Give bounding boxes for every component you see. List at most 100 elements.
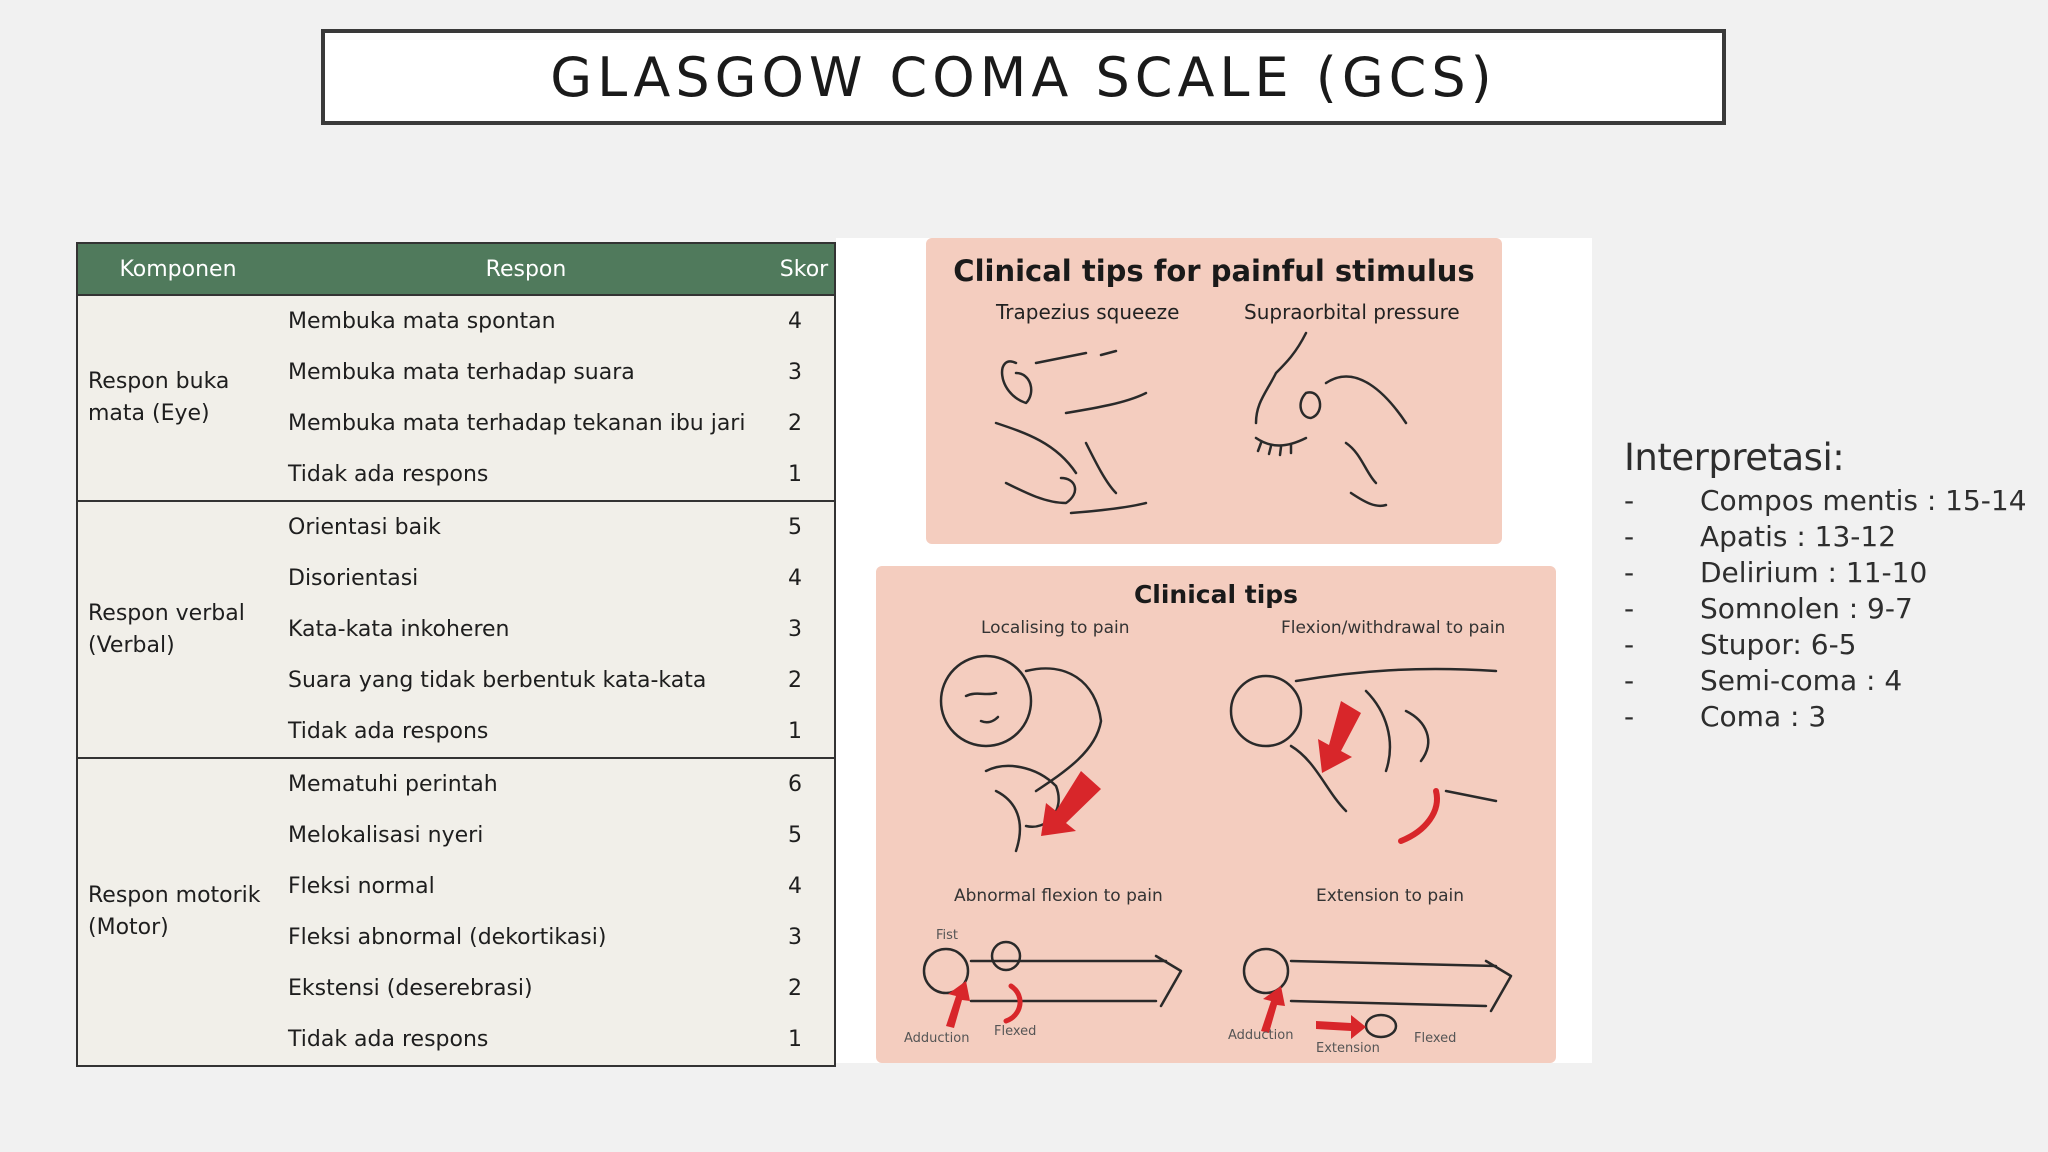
- table-row: Disorientasi 4: [77, 553, 835, 604]
- skor-cell: 3: [788, 360, 802, 385]
- table-row: Melokalisasi nyeri 5: [77, 810, 835, 861]
- list-item: -Stupor: 6-5: [1624, 627, 2027, 663]
- supraorbital-pressure-illustration: [1254, 331, 1408, 508]
- respon-cell: Tidak ada respons: [288, 719, 489, 744]
- skor-cell: 1: [788, 462, 802, 487]
- respon-cell: Orientasi baik: [288, 515, 441, 540]
- dash-bullet: -: [1624, 484, 1635, 517]
- trapezius-squeeze-illustration: [994, 349, 1148, 515]
- title-box: GLASGOW COMA SCALE (GCS): [321, 29, 1726, 125]
- interpretasi-item: Compos mentis : 15-14: [1700, 484, 2027, 517]
- respon-cell: Tidak ada respons: [288, 1027, 489, 1052]
- skor-cell: 4: [788, 874, 802, 899]
- flexed-label-left: Flexed: [994, 1024, 1037, 1039]
- table-row: Ekstensi (deserebrasi) 2: [77, 963, 835, 1014]
- skor-cell: 5: [788, 515, 802, 540]
- table-row: Tidak ada respons 1: [77, 706, 835, 758]
- supraorbital-label: Supraorbital pressure: [1244, 300, 1460, 324]
- respon-cell: Membuka mata terhadap tekanan ibu jari: [288, 411, 746, 436]
- komponen-cell: Respon verbal (Verbal): [88, 600, 245, 658]
- table-row: Fleksi abnormal (dekortikasi) 3: [77, 912, 835, 963]
- group-eye: Respon buka mata (Eye) Membuka mata spon…: [77, 295, 835, 501]
- interpretasi-list: - Compos mentis : 15-14 - Apatis : 13-12 -…: [1624, 483, 2027, 735]
- table-row: Membuka mata terhadap tekanan ibu jari 2: [77, 398, 835, 449]
- group-verbal: Respon verbal (Verbal) Orientasi baik 5 …: [77, 501, 835, 758]
- list-item: - Delirium : 11-10: [1624, 555, 2027, 591]
- respon-cell: Melokalisasi nyeri: [288, 823, 484, 848]
- painful-stimulus-panel: Clinical tips for painful stimulus Trape…: [926, 238, 1502, 544]
- respon-cell: Suara yang tidak berbentuk kata-kata: [288, 668, 707, 693]
- localising-label: Localising to pain: [981, 618, 1130, 638]
- skor-cell: 3: [788, 925, 802, 950]
- interpretasi-heading: Interpretasi:: [1624, 436, 1845, 479]
- interpretasi-item: Apatis : 13-12: [1700, 520, 1897, 553]
- respon-cell: Fleksi normal: [288, 874, 435, 899]
- dash-bullet: -: [1624, 664, 1635, 697]
- table-row: Respon motorik (Motor) Mematuhi perintah…: [77, 758, 835, 940]
- skor-cell: 4: [788, 309, 802, 334]
- table-row: Tidak ada respons 1: [77, 1014, 835, 1066]
- list-item: - Coma : 3: [1624, 699, 2027, 735]
- table-row: Tidak ada respons 1: [77, 449, 835, 501]
- flexion-withdrawal-label: Flexion/withdrawal to pain: [1281, 618, 1506, 638]
- respon-cell: Kata-kata inkoheren: [288, 617, 510, 642]
- extension-illustration: [1242, 947, 1513, 1039]
- dash-bullet: -: [1624, 520, 1635, 553]
- flexed-label-right: Flexed: [1414, 1031, 1457, 1046]
- respon-cell: Ekstensi (deserebrasi): [288, 976, 533, 1001]
- table-row: Respon verbal (Verbal) Orientasi baik 5: [77, 501, 835, 658]
- interpretasi-item: Coma : 3: [1700, 700, 1827, 733]
- dash-bullet: -: [1624, 592, 1635, 625]
- extension-label: Extension to pain: [1316, 886, 1465, 906]
- table-row: Fleksi normal 4: [77, 861, 835, 912]
- group-motor: Respon motorik (Motor) Mematuhi perintah…: [77, 758, 835, 1066]
- skor-cell: 6: [788, 772, 802, 797]
- dash-bullet: -: [1624, 700, 1635, 733]
- komponen-cell: Respon motorik (Motor): [88, 883, 261, 940]
- skor-cell: 4: [788, 566, 802, 591]
- table-header-row: Komponen Respon Skor: [77, 243, 835, 295]
- panel2-title: Clinical tips: [1133, 580, 1299, 609]
- adduction-label-right: Adduction: [1228, 1028, 1294, 1043]
- skor-cell: 3: [788, 617, 802, 642]
- komponen-cell: Respon buka mata (Eye): [88, 369, 230, 426]
- skor-cell: 5: [788, 823, 802, 848]
- respon-cell: Disorientasi: [288, 566, 419, 591]
- interpretasi-item: Stupor: 6-5: [1700, 628, 1857, 661]
- localising-illustration: [939, 654, 1103, 853]
- respon-cell: Membuka mata terhadap suara: [288, 360, 635, 385]
- header-respon: Respon: [278, 243, 774, 295]
- trapezius-label: Trapezius squeeze: [996, 300, 1180, 324]
- table-row: Suara yang tidak berbentuk kata-kata 2: [77, 655, 835, 706]
- skor-cell: 2: [788, 976, 802, 1001]
- table-row: Membuka mata terhadap suara 3: [77, 347, 835, 398]
- adduction-label-left: Adduction: [904, 1031, 970, 1046]
- table-row: Respon buka mata (Eye) Membuka mata spon…: [77, 295, 835, 426]
- skor-cell: 1: [788, 719, 802, 744]
- table-row: Kata-kata inkoheren 3: [77, 604, 835, 655]
- skor-cell: 2: [788, 411, 802, 436]
- respon-cell: Membuka mata spontan: [288, 309, 556, 334]
- page-title: GLASGOW COMA SCALE (GCS): [550, 45, 1497, 109]
- clinical-tips-panel: Clinical tips Localising to pain Flexion…: [876, 566, 1556, 1063]
- dash-bullet: -: [1624, 556, 1635, 589]
- respon-cell: Fleksi abnormal (dekortikasi): [288, 925, 607, 950]
- list-item: - Compos mentis : 15-14: [1624, 483, 2027, 519]
- list-item: - Apatis : 13-12: [1624, 519, 2027, 555]
- interpretasi-section: Interpretasi: - Compos mentis : 15-14 - Ap…: [1624, 436, 2027, 735]
- interpretasi-item: Delirium : 11-10: [1700, 556, 1928, 589]
- fist-label: Fist: [936, 928, 959, 943]
- respon-cell: Mematuhi perintah: [288, 772, 498, 797]
- header-skor: Skor: [774, 243, 835, 295]
- skor-cell: 2: [788, 668, 802, 693]
- gcs-table: Komponen Respon Skor Respon buka mata (E…: [76, 242, 836, 1067]
- clinical-tips-figure: Clinical tips for painful stimulus Trape…: [836, 238, 1592, 1063]
- interpretasi-item: Somnolen : 9-7: [1700, 592, 1913, 625]
- list-item: - Somnolen : 9-7: [1624, 591, 2027, 627]
- abnormal-flexion-label: Abnormal flexion to pain: [954, 886, 1163, 906]
- extension-small-label: Extension: [1316, 1041, 1380, 1056]
- header-komponen: Komponen: [77, 243, 278, 295]
- skor-cell: 1: [788, 1027, 802, 1052]
- list-item: -Semi-coma : 4: [1624, 663, 2027, 699]
- abnormal-flexion-illustration: [922, 940, 1183, 1028]
